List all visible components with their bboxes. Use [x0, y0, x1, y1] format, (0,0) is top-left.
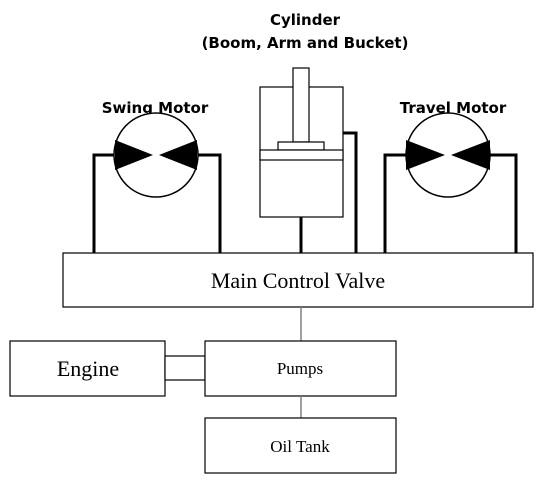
main-control-valve-box	[62, 252, 534, 308]
main-control-valve-label: Main Control Valve	[211, 268, 385, 293]
cylinder-rod	[292, 67, 310, 143]
travel-motor-left-arrow	[406, 140, 445, 170]
engine-box	[9, 340, 166, 397]
swing-motor-left-arrow	[115, 140, 153, 170]
travel-motor-label: Travel Motor	[400, 99, 507, 117]
swing-motor-label: Swing Motor	[102, 99, 209, 117]
cylinder-title: Cylinder	[270, 11, 341, 29]
oil-tank-box	[204, 417, 397, 474]
travel-motor-left-line	[383, 153, 406, 253]
swing-motor-right-arrow	[159, 140, 197, 170]
pumps-label: Pumps	[277, 359, 323, 378]
cylinder-piston-head	[277, 141, 325, 151]
swing-motor-left-line	[92, 153, 115, 253]
pumps-box	[204, 340, 397, 397]
swing-motor-right-line	[197, 153, 222, 253]
engine-pump-coupling	[164, 355, 206, 381]
travel-motor-right-arrow	[451, 140, 490, 170]
travel-motor	[383, 112, 518, 253]
swing-motor-circle	[113, 112, 199, 198]
cylinder-rod-side-line	[343, 131, 358, 253]
cylinder	[259, 67, 358, 253]
travel-motor-right-line	[490, 153, 518, 253]
swing-motor	[92, 112, 222, 253]
oil-tank-label: Oil Tank	[270, 437, 330, 456]
cylinder-subtitle: (Boom, Arm and Bucket)	[202, 34, 409, 52]
engine-label: Engine	[57, 356, 119, 381]
cylinder-piston	[259, 149, 344, 161]
